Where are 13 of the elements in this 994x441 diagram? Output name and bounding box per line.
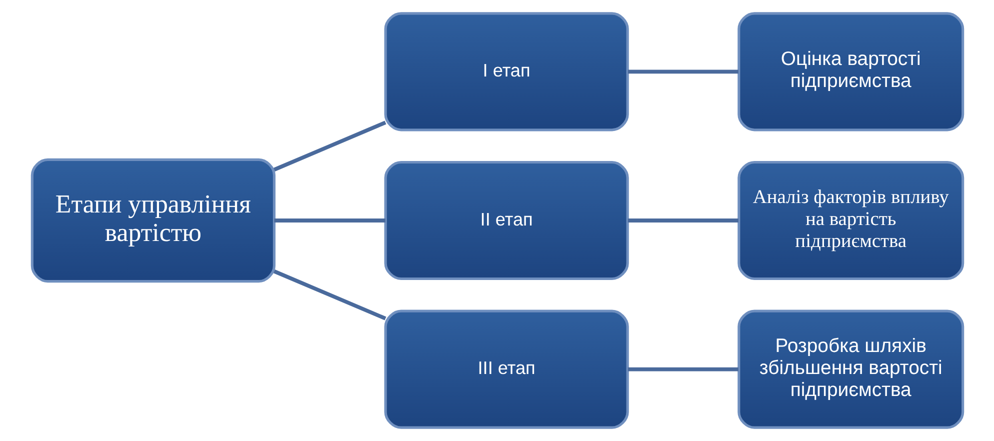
node-box: Аналіз факторів впливу на вартість підприємства	[737, 160, 964, 280]
node-box: Розробка шляхів збільшення вартості підприємства	[737, 310, 964, 429]
node-box: Оцінка вартості підприємства	[737, 12, 964, 132]
connector	[627, 218, 738, 222]
connector	[627, 367, 738, 372]
node-box: III етап	[384, 310, 628, 429]
connector	[627, 70, 738, 74]
node-box: I етап	[384, 12, 628, 132]
node-box: II етап	[384, 160, 628, 280]
node-box: Етапи управління вартістю	[30, 158, 276, 283]
connector	[272, 120, 386, 172]
connector	[274, 218, 385, 222]
connector	[272, 270, 386, 320]
